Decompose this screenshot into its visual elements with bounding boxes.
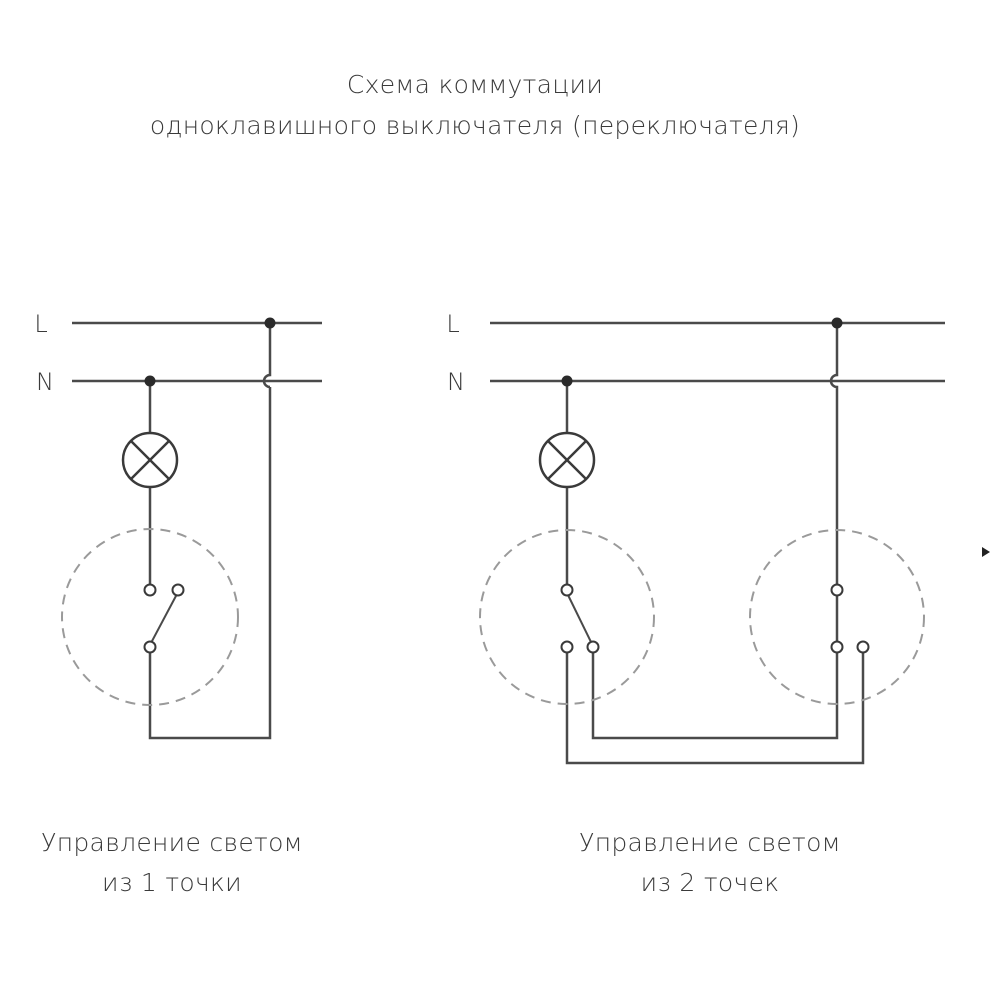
- contact: [856, 640, 870, 654]
- left-lamp-icon: [121, 431, 179, 489]
- right-switch1-box: [479, 529, 655, 705]
- left-caption-line-1: Управление светом: [41, 828, 303, 857]
- right-switch1-lever: [567, 594, 592, 643]
- left-label-N: N: [36, 368, 54, 396]
- contact: [830, 640, 844, 654]
- right-lamp-icon: [538, 431, 596, 489]
- contact: [143, 583, 157, 597]
- contact: [586, 640, 600, 654]
- traveler-wire-1: [565, 653, 865, 765]
- left-switch-lever: [150, 593, 178, 644]
- contact: [171, 583, 185, 597]
- title-line-2: одноклавишного выключателя (переключател…: [149, 111, 801, 140]
- left-caption-line-2: из 1 точки: [102, 868, 242, 897]
- right-caption-line-1: Управление светом: [579, 828, 841, 857]
- left-label-L: L: [34, 310, 48, 338]
- arrow-marker-icon: [982, 547, 990, 557]
- left-return-wire: [148, 387, 272, 740]
- contact: [143, 640, 157, 654]
- junction-dot: [831, 317, 843, 329]
- right-caption-line-2: из 2 точек: [640, 868, 780, 897]
- left-switch-box: [61, 528, 239, 706]
- right-label-N: N: [447, 368, 465, 396]
- right-switch2-box: [749, 529, 925, 705]
- junction-dot: [561, 375, 573, 387]
- right-label-L: L: [446, 310, 460, 338]
- junction-dot: [264, 317, 276, 329]
- title-line-1: Схема коммутации: [346, 70, 604, 99]
- contact: [560, 640, 574, 654]
- contact: [560, 583, 574, 597]
- contact: [830, 583, 844, 597]
- traveler-wire-2: [591, 653, 839, 740]
- junction-dot: [144, 375, 156, 387]
